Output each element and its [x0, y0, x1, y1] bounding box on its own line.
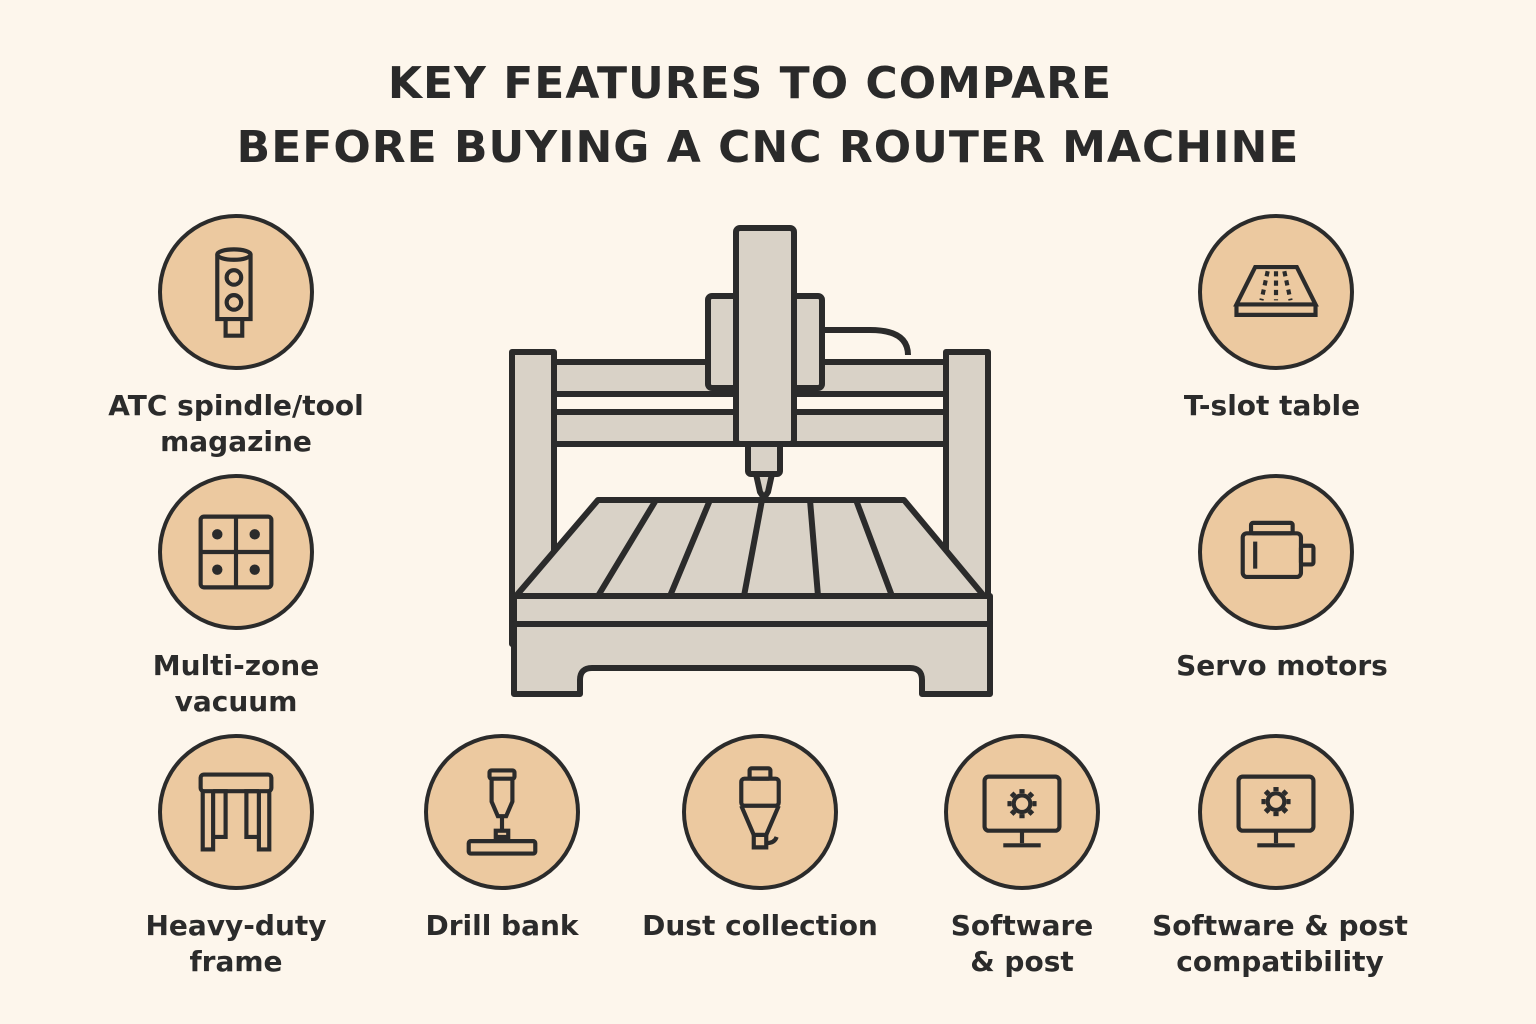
atc-spindle-icon [158, 214, 314, 370]
feature-label: Software & post compatibility [1152, 909, 1408, 978]
page-title: KEY FEATURES TO COMPARE BEFORE BUYING A … [0, 52, 1536, 180]
drill-icon [424, 734, 580, 890]
feature-label: Software & post [950, 909, 1094, 978]
dust-collector-icon [682, 734, 838, 890]
servo-motor-icon [1198, 474, 1354, 630]
feature-label: Drill bank [425, 909, 579, 942]
feature-label: Multi-zone vacuum [152, 649, 320, 718]
frame-icon [158, 734, 314, 890]
vacuum-zones-icon [158, 474, 314, 630]
monitor-gear-icon [944, 734, 1100, 890]
feature-label: Dust collection [642, 909, 878, 942]
title-line-1: KEY FEATURES TO COMPARE [387, 58, 1113, 109]
feature-label: Servo motors [1176, 649, 1388, 682]
feature-label: T-slot table [1183, 389, 1361, 422]
cnc-router-machine-icon [500, 220, 1000, 714]
title-line-2: BEFORE BUYING A CNC ROUTER MACHINE [236, 122, 1300, 173]
feature-label: ATC spindle/tool magazine [108, 389, 364, 458]
feature-label: Heavy-duty frame [145, 909, 327, 978]
t-slot-table-icon [1198, 214, 1354, 370]
monitor-gear-icon [1198, 734, 1354, 890]
